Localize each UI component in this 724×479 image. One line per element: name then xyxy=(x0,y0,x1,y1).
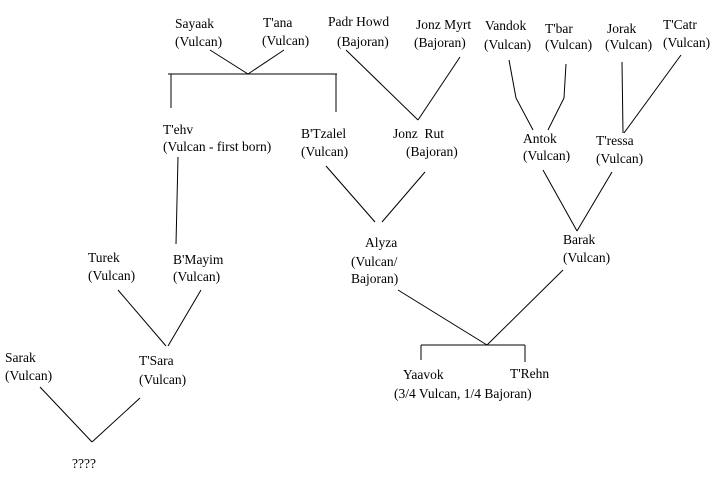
person-unknown: ???? xyxy=(72,456,96,471)
person-race: (Vulcan) xyxy=(301,144,348,159)
person-bmayim: B'Mayim (Vulcan) xyxy=(173,252,224,284)
person-sayaak: Sayaak (Vulcan) xyxy=(175,16,222,49)
line-barak xyxy=(486,269,564,346)
line-antok xyxy=(542,169,578,232)
person-name: T'Sara xyxy=(139,353,174,368)
person-race: (Vulcan/ xyxy=(351,254,398,269)
person-name: T'Catr xyxy=(663,17,697,32)
person-jorak: Jorak (Vulcan) xyxy=(605,21,652,52)
person-tsara: T'Sara (Vulcan) xyxy=(139,353,186,387)
line-tana xyxy=(247,49,285,75)
person-tana: T'ana (Vulcan) xyxy=(262,15,309,48)
person-race: (Vulcan) xyxy=(545,37,592,52)
line-jorak xyxy=(621,61,624,134)
line-jonz-myrt xyxy=(417,56,461,121)
person-race: (Vulcan) xyxy=(175,34,222,49)
line-tehv-bmayim xyxy=(175,156,179,245)
line-turek xyxy=(117,289,167,347)
person-race: (Vulcan) xyxy=(563,250,610,265)
person-race: (Bajoran) xyxy=(406,144,458,159)
person-race: (Vulcan) xyxy=(523,148,570,163)
person-name: Jonz Myrt xyxy=(416,17,471,32)
person-turek: Turek (Vulcan) xyxy=(88,250,135,283)
person-barak: Barak (Vulcan) xyxy=(563,232,610,265)
person-btzalel: B'Tzalel (Vulcan) xyxy=(301,126,348,159)
line-btzalel xyxy=(325,165,376,223)
connector-lines xyxy=(39,49,682,443)
line-padr-howd xyxy=(345,49,419,121)
line-tsara xyxy=(91,397,141,443)
person-tbar: T'bar (Vulcan) xyxy=(545,21,592,52)
person-name: ???? xyxy=(72,456,96,471)
person-race: (Vulcan) xyxy=(88,268,135,283)
line-sarak xyxy=(39,386,93,443)
person-tcatr: T'Catr (Vulcan) xyxy=(663,17,710,50)
person-jonz-myrt: Jonz Myrt (Bajoran) xyxy=(414,17,471,50)
person-race: (3/4 Vulcan, 1/4 Bajoran) xyxy=(394,386,532,401)
person-name: Padr Howd xyxy=(328,14,389,29)
line-bmayim xyxy=(167,289,202,347)
person-tressa: T'ressa (Vulcan) xyxy=(596,133,643,166)
person-name: Sayaak xyxy=(175,16,214,31)
person-race: (Vulcan) xyxy=(484,37,531,52)
person-name: B'Mayim xyxy=(173,252,224,267)
person-race: (Vulcan) xyxy=(139,372,186,387)
person-padr-howd: Padr Howd (Bajoran) xyxy=(328,14,389,49)
person-jonz-rut: Jonz Rut (Bajoran) xyxy=(393,126,458,159)
person-name: T'ehv xyxy=(163,122,193,137)
person-name: Vandok xyxy=(485,18,526,33)
person-name: Turek xyxy=(88,250,120,265)
person-race: (Bajoran) xyxy=(414,35,466,50)
person-name-trehn: T'Rehn xyxy=(510,366,549,381)
person-race: (Vulcan) xyxy=(262,33,309,48)
person-alyza: Alyza (Vulcan/ Bajoran) xyxy=(351,235,398,286)
person-race: (Vulcan) xyxy=(663,35,710,50)
person-race: (Vulcan) xyxy=(596,151,643,166)
person-antok: Antok (Vulcan) xyxy=(523,131,570,163)
person-vandok: Vandok (Vulcan) xyxy=(484,18,531,52)
line-tbar xyxy=(547,63,567,131)
person-name: Alyza xyxy=(365,235,397,250)
person-name-yaavok: Yaavok xyxy=(403,367,444,382)
line-jonz-rut xyxy=(381,171,426,223)
line-vandok xyxy=(508,59,534,131)
line-tressa xyxy=(576,171,613,232)
person-race: (Vulcan) xyxy=(605,37,652,52)
person-name: Jonz Rut xyxy=(393,126,444,141)
person-name: B'Tzalel xyxy=(301,126,346,141)
person-name: T'bar xyxy=(545,21,573,36)
person-name: Antok xyxy=(523,131,557,146)
line-tcatr xyxy=(623,54,682,134)
person-race: (Vulcan) xyxy=(5,368,52,383)
person-race: Bajoran) xyxy=(351,271,398,286)
person-race: (Bajoran) xyxy=(337,34,389,49)
person-name: Barak xyxy=(563,232,595,247)
person-name: Jorak xyxy=(607,21,636,36)
person-name: T'ressa xyxy=(596,133,634,148)
person-sarak: Sarak (Vulcan) xyxy=(5,350,52,383)
person-tehv: T'ehv (Vulcan - first born) xyxy=(163,122,271,154)
line-alyza xyxy=(397,289,488,346)
person-race: (Vulcan - first born) xyxy=(163,139,271,154)
person-race: (Vulcan) xyxy=(173,269,220,284)
line-sayaak xyxy=(209,49,249,75)
person-name: T'ana xyxy=(263,15,292,30)
twins-yaavok-trehn: Yaavok T'Rehn (3/4 Vulcan, 1/4 Bajoran) xyxy=(394,366,549,401)
person-name: Sarak xyxy=(5,350,36,365)
